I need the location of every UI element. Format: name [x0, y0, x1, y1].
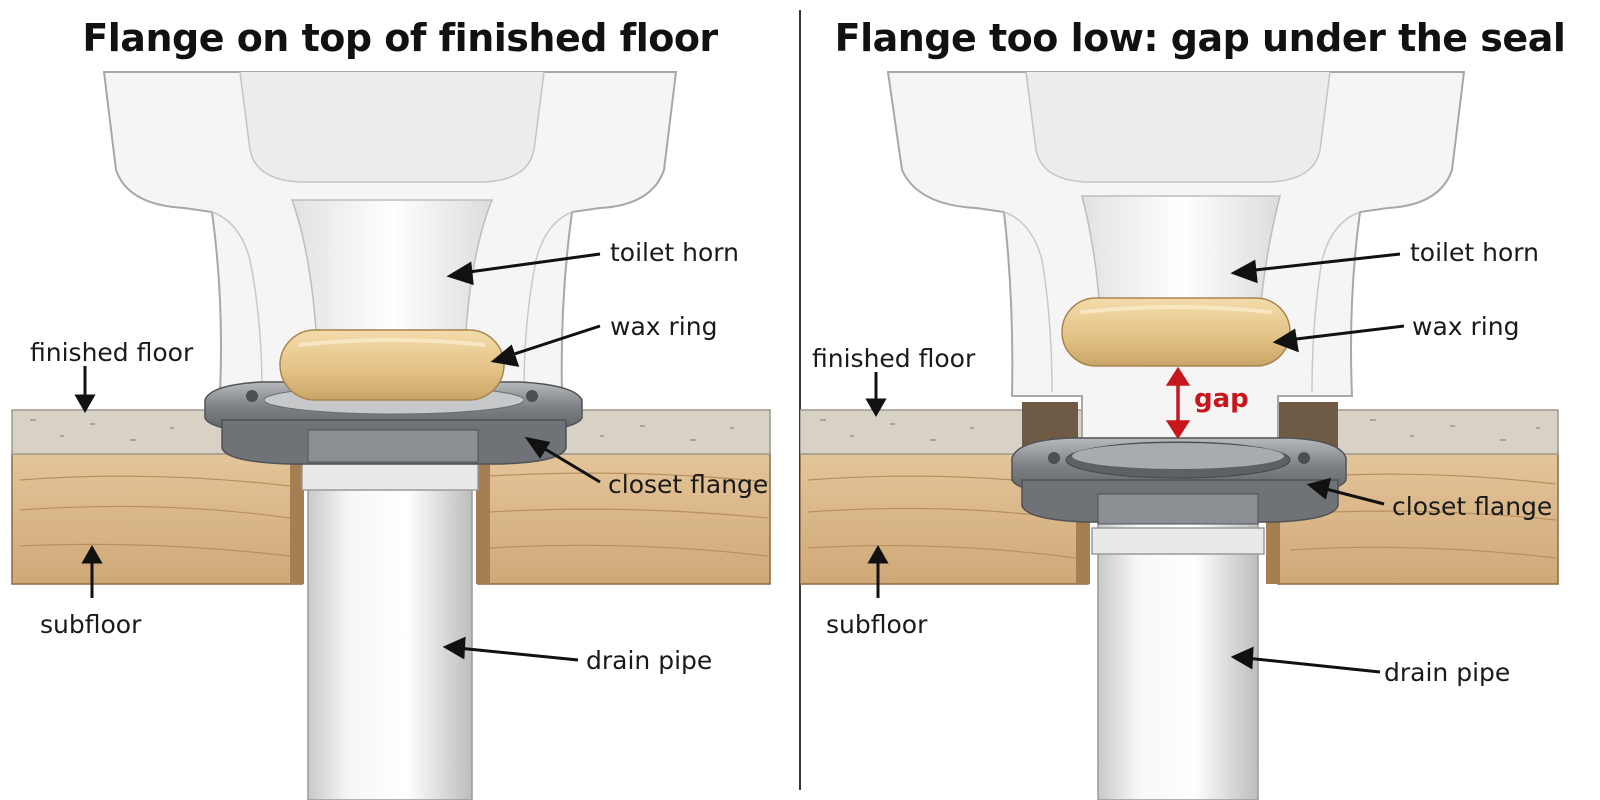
toilet-body-left [102, 71, 678, 393]
wax-ring-left [279, 329, 505, 401]
panel-correct-flange: Flange on top of finished floor toilet h… [11, 16, 771, 800]
drain-pipe-right [1091, 519, 1265, 800]
label-wax-ring-left: wax ring [610, 312, 718, 341]
correct-installation-illustration [11, 71, 771, 800]
label-drain-pipe-right: drain pipe [1384, 658, 1511, 687]
label-toilet-horn-left: toilet horn [610, 238, 739, 267]
toilet-body-right [886, 71, 1466, 441]
wax-ring-right [1061, 297, 1291, 367]
panel-title-right: Flange too low: gap under the seal [834, 16, 1566, 60]
callout-arrows-left [74, 252, 601, 662]
label-finished-floor-right: finished floor [812, 344, 976, 373]
callout-arrows-right [865, 252, 1405, 674]
label-toilet-horn-right: toilet horn [1410, 238, 1539, 267]
gap-arrow [1165, 366, 1191, 440]
panel-divider [799, 10, 801, 790]
label-drain-pipe-left: drain pipe [586, 646, 713, 675]
label-finished-floor-left: finished floor [30, 338, 194, 367]
subfloor-left [11, 451, 771, 585]
label-subfloor-left: subfloor [40, 610, 142, 639]
panel-low-flange: Flange too low: gap under the seal toile… [800, 0, 1600, 800]
label-closet-flange-right: closet flange [1392, 492, 1553, 521]
label-wax-ring-right: wax ring [1412, 312, 1520, 341]
label-gap: gap [1194, 384, 1249, 414]
panel-title-left: Flange on top of finished floor [82, 16, 718, 60]
drain-pipe-left [301, 454, 479, 800]
label-closet-flange-left: closet flange [608, 470, 769, 499]
label-subfloor-right: subfloor [826, 610, 928, 639]
closet-flange-right [1011, 437, 1347, 525]
low-flange-illustration [800, 71, 1559, 800]
